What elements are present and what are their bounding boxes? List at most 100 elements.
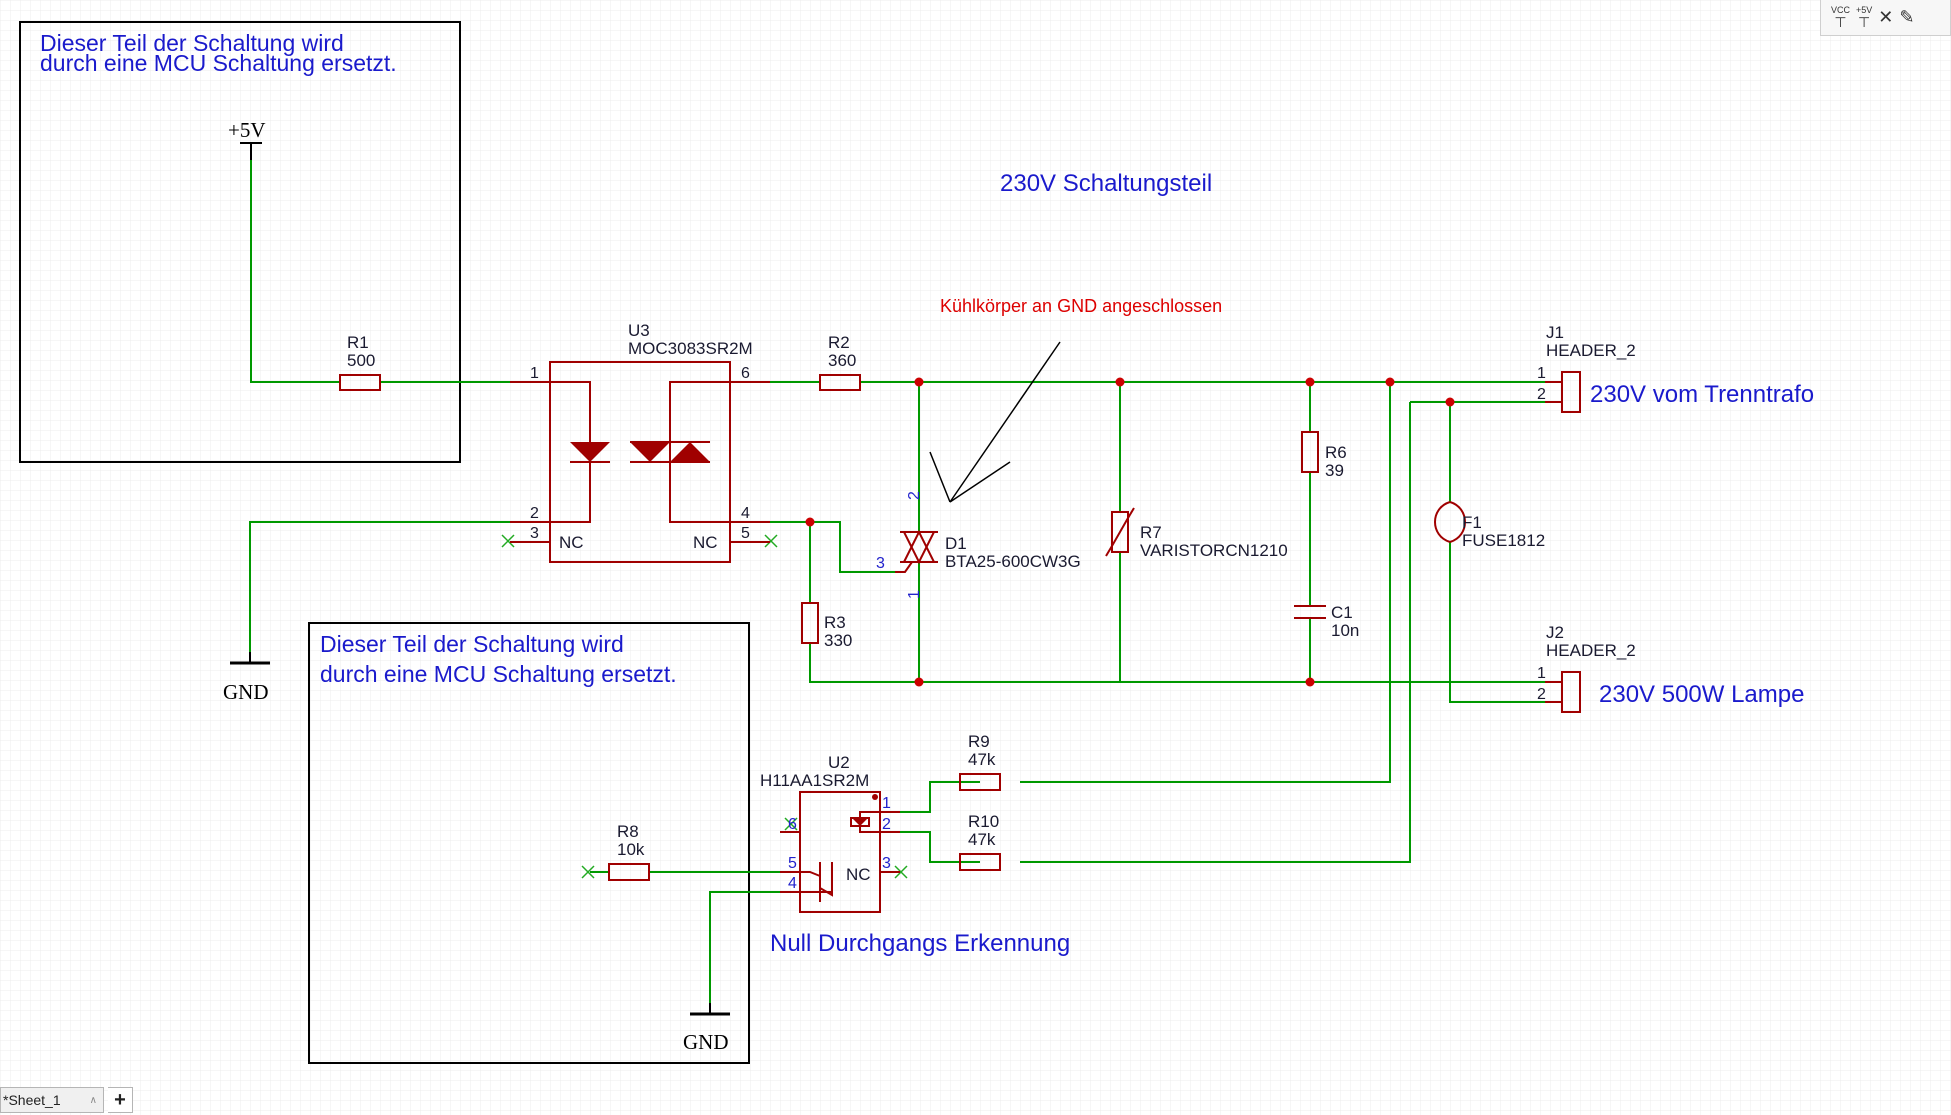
optocoupler-u2[interactable]: U2 H11AA1SR2M 1 2 3 4 5 6 NC <box>760 753 900 913</box>
d1-pin2: 2 <box>906 491 923 500</box>
r1-ref: R1 <box>347 333 369 352</box>
vcc-tool-button[interactable]: VCC ⊤ <box>1831 5 1851 30</box>
r10-value: 47k <box>968 830 996 849</box>
u2-pin1: 1 <box>882 795 891 812</box>
j2-ref: J2 <box>1546 623 1564 642</box>
sheet-tab[interactable]: *Sheet_1 ∧ <box>0 1087 104 1113</box>
plus-icon: + <box>114 1088 126 1111</box>
sheet-tab-bar: *Sheet_1 ∧ + <box>0 1087 133 1113</box>
sheet-tab-label: *Sheet_1 <box>3 1092 61 1108</box>
f1-ref: F1 <box>1462 513 1482 532</box>
header-j1[interactable]: 1 2 J1 HEADER_2 230V vom Trenntrafo <box>1537 323 1814 413</box>
varistor-r7[interactable]: R7 VARISTORCN1210 <box>1105 507 1288 560</box>
r7-value: VARISTORCN1210 <box>1140 541 1288 560</box>
u3-value: MOC3083SR2M <box>628 339 753 358</box>
resistor-r8[interactable]: R8 10k <box>608 822 650 881</box>
u2-pin2: 2 <box>882 816 891 833</box>
plus5v-label: +5V <box>228 118 266 142</box>
gnd-symbol-1[interactable]: GND <box>223 652 270 704</box>
r8-value: 10k <box>617 840 645 859</box>
resistor-r2[interactable]: R2 360 <box>819 333 861 391</box>
vcc-icon: ⊤ <box>1834 14 1847 30</box>
zero-cross-note: Null Durchgangs Erkennung <box>770 930 1070 957</box>
chevron-up-icon: ∧ <box>89 1094 97 1106</box>
u2-nc: NC <box>846 865 871 884</box>
u2-pin4: 4 <box>788 875 797 892</box>
mcu-box-bottom: Dieser Teil der Schaltung wird durch ein… <box>308 622 750 1064</box>
r2-value: 360 <box>828 351 856 370</box>
mcu-note-top-line1: Dieser Teil der Schaltung wird <box>40 30 344 56</box>
u3-nc-right: NC <box>693 533 718 552</box>
r6-value: 39 <box>1325 461 1344 480</box>
gnd2-label: GND <box>683 1030 729 1054</box>
section-230v-heading: 230V Schaltungsteil <box>1000 170 1212 197</box>
wires <box>249 160 1545 1003</box>
mcu-box-top: Dieser Teil der Schaltung wird durch ein… <box>19 21 461 463</box>
j2-pin2: 2 <box>1537 686 1546 703</box>
mcu-note-top-line2: durch eine MCU Schaltung ersetzt. <box>40 50 397 76</box>
j1-value: HEADER_2 <box>1546 341 1636 360</box>
triac-d1[interactable]: 2 3 1 D1 BTA25-600CW3G <box>876 491 1081 599</box>
resistor-r6[interactable]: R6 39 <box>1301 431 1347 480</box>
resistor-r3[interactable]: R3 330 <box>801 602 852 650</box>
d1-pin1: 1 <box>906 590 923 599</box>
resistor-r9[interactable]: R9 47k <box>959 732 1001 791</box>
r9-ref: R9 <box>968 732 990 751</box>
u3-pin2: 2 <box>530 505 539 522</box>
u2-ref: U2 <box>828 753 850 772</box>
j2-pin1: 1 <box>1537 665 1546 682</box>
gnd1-label: GND <box>223 680 269 704</box>
d1-ref: D1 <box>945 534 967 553</box>
vcc-tool-label: VCC <box>1831 5 1851 15</box>
c1-value: 10n <box>1331 621 1359 640</box>
plus5v-tool-button[interactable]: +5V ⊤ <box>1856 5 1873 30</box>
mcu-note-bottom-line2: durch eine MCU Schaltung ersetzt. <box>320 661 677 687</box>
capacitor-c1[interactable]: C1 10n <box>1294 603 1359 640</box>
no-connect-tool-button[interactable]: ✕ <box>1878 7 1893 28</box>
lamp-note: 230V 500W Lampe <box>1599 681 1804 708</box>
wire-tool-button[interactable]: ✎ <box>1899 7 1914 28</box>
j1-pin2: 2 <box>1537 386 1546 403</box>
r8-ref: R8 <box>617 822 639 841</box>
r3-ref: R3 <box>824 613 846 632</box>
u2-pin6: 6 <box>788 816 797 833</box>
no-connect-icon: ✕ <box>1878 7 1894 27</box>
u3-pin4: 4 <box>741 505 750 522</box>
c1-ref: C1 <box>1331 603 1353 622</box>
f1-value: FUSE1812 <box>1462 531 1545 550</box>
add-sheet-button[interactable]: + <box>108 1087 133 1113</box>
u2-pin5: 5 <box>788 855 797 872</box>
r7-ref: R7 <box>1140 523 1162 542</box>
u3-nc-left: NC <box>559 533 584 552</box>
r9-value: 47k <box>968 750 996 769</box>
u3-pin3: 3 <box>530 525 539 542</box>
d1-pin3: 3 <box>876 555 885 572</box>
resistor-r1[interactable]: R1 500 <box>339 333 381 391</box>
u2-value: H11AA1SR2M <box>760 771 869 790</box>
transformer-note: 230V vom Trenntrafo <box>1590 381 1814 408</box>
u3-ref: U3 <box>628 321 650 340</box>
j1-ref: J1 <box>1546 323 1564 342</box>
junctions <box>805 377 1455 687</box>
header-j2[interactable]: 1 2 J2 HEADER_2 230V 500W Lampe <box>1537 623 1804 713</box>
j1-pin1: 1 <box>1537 365 1546 382</box>
u3-pin6: 6 <box>741 365 750 382</box>
heatsink-note: Kühlkörper an GND angeschlossen <box>940 296 1222 316</box>
r10-ref: R10 <box>968 812 999 831</box>
resistor-r10[interactable]: R10 47k <box>959 812 1001 871</box>
plus5v-tool-label: +5V <box>1856 5 1873 15</box>
u2-pin3: 3 <box>882 855 891 872</box>
plus5v-symbol[interactable]: +5V <box>228 118 266 160</box>
u3-pin5: 5 <box>741 525 750 542</box>
fuse-f1[interactable]: F1 FUSE1812 <box>1434 501 1545 550</box>
r3-value: 330 <box>824 631 852 650</box>
gnd-symbol-2[interactable]: GND <box>683 1003 730 1054</box>
optocoupler-u3[interactable]: U3 MOC3083SR2M 1 2 3 4 5 6 NC NC <box>510 321 770 563</box>
r1-value: 500 <box>347 351 375 370</box>
no-connect-markers <box>501 534 908 879</box>
d1-value: BTA25-600CW3G <box>945 552 1081 571</box>
plus5v-icon: ⊤ <box>1858 14 1871 30</box>
pencil-icon: ✎ <box>1899 7 1915 27</box>
